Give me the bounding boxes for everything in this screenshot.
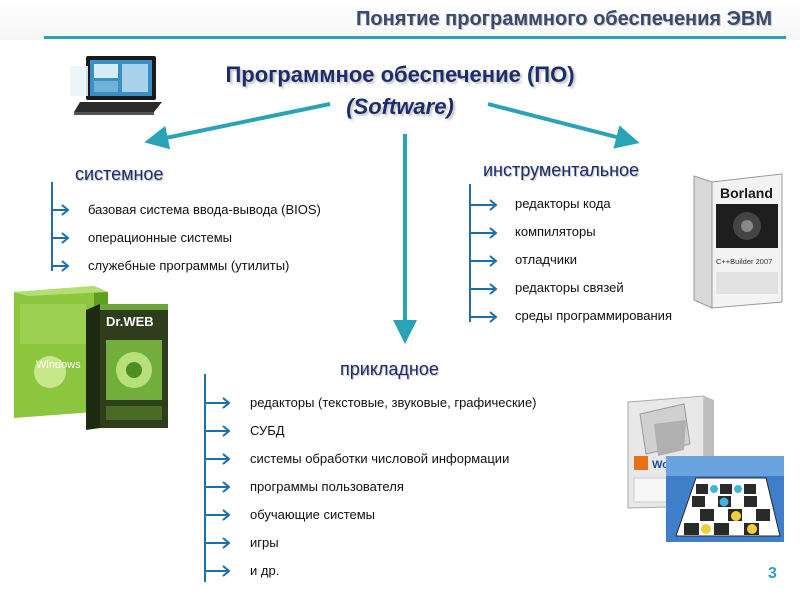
tools-item: компиляторы xyxy=(515,224,596,239)
tools-item: отладчики xyxy=(515,252,577,267)
drweb-box-label: Dr.WEB xyxy=(106,314,154,329)
tools-item: редакторы связей xyxy=(515,280,624,295)
category-applied-title: прикладное xyxy=(340,359,439,379)
windows-box-label: Windows xyxy=(36,359,81,371)
header-bar xyxy=(0,0,800,40)
applied-item: программы пользователя xyxy=(250,479,404,494)
applied-item: и др. xyxy=(250,563,280,578)
slide-header-title: Понятие программного обеспечения ЭВМ xyxy=(356,8,772,30)
category-system-title: системное xyxy=(75,164,164,184)
branch-lines xyxy=(51,182,498,582)
category-tools-title: инструментальное xyxy=(483,160,640,180)
drweb-box-image: Dr.WEB xyxy=(86,304,168,430)
laptop-image xyxy=(70,56,162,115)
borland-product-label: C++Builder 2007 xyxy=(716,257,772,266)
applied-item: обучающие системы xyxy=(250,507,376,522)
system-item: базовая система ввода-вывода (BIOS) xyxy=(88,202,321,217)
borland-box-image: Borland C++Builder 2007 xyxy=(693,173,783,309)
applied-item: редакторы (текстовые, звуковые, графичес… xyxy=(250,395,537,410)
checkers-game-image xyxy=(666,456,784,542)
header-divider xyxy=(44,36,786,39)
system-item: служебные программы (утилиты) xyxy=(88,258,290,273)
borland-brand-label: Borland xyxy=(720,185,773,201)
tools-item: редакторы кода xyxy=(515,196,611,211)
applied-item: СУБД xyxy=(250,423,285,438)
applied-item: игры xyxy=(250,535,279,550)
tools-item: среды программирования xyxy=(515,308,672,323)
applied-item: системы обработки числовой информации xyxy=(250,451,510,466)
page-number: 3 xyxy=(768,565,777,582)
system-item: операционные системы xyxy=(88,230,233,245)
main-subtitle: (Software) xyxy=(346,94,454,119)
main-title: Программное обеспечение (ПО) xyxy=(225,62,575,87)
main-arrows xyxy=(144,102,640,344)
